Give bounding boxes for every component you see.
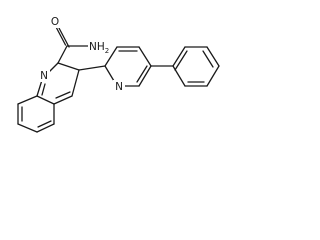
amide-nitrogen-label: NH2 — [89, 41, 109, 55]
oxygen-label: O — [51, 16, 59, 28]
bond-r-c4a-c8a-double — [136, 65, 148, 83]
bond-c6-c5 — [36, 123, 55, 133]
bond-biaryl-link — [78, 65, 106, 71]
right-quinoline-pyridine-ring — [104, 46, 152, 87]
bond-r-c2-c3 — [104, 46, 118, 67]
bond-c2-c3 — [57, 62, 80, 71]
bond-c4a-c8a — [36, 95, 55, 105]
bond-r-c8-c8b — [206, 65, 220, 87]
bond-r-c8a-c4a — [172, 65, 186, 87]
bond-c8a-n1 — [36, 79, 43, 97]
atom-oxygen: O — [49, 15, 61, 28]
carboxamide-group — [54, 25, 89, 64]
amide-nitrogen-subscript: 2 — [105, 47, 109, 55]
bond-c3-c4 — [71, 69, 80, 97]
bond-c7-c6 — [17, 123, 38, 133]
ring-nitrogen-left-label: N — [40, 70, 48, 82]
right-quinoline-benzo-ring — [150, 46, 220, 87]
bond-carbonyl-oxygen-double — [58, 27, 70, 48]
atom-ring-nitrogen-left: N — [38, 69, 50, 82]
left-quinoline-benzo-ring — [17, 95, 55, 133]
bond-r-c5-c6 — [172, 46, 186, 67]
atom-amide-nitrogen: NH2 — [88, 38, 110, 55]
bond-carbonyl-oxygen — [54, 25, 67, 46]
bond-r-c7-c8 — [206, 46, 220, 67]
bond-r-c4a-c8a — [138, 65, 152, 87]
bond-r-c5-c6-double — [174, 50, 188, 71]
bond-c2-carbonyl — [57, 45, 68, 64]
bond-c8a-c8 — [17, 95, 38, 105]
molecule-structure: O NH2 N N — [17, 15, 220, 133]
bond-c4-c4a — [53, 95, 73, 105]
bond-r-c7-c8-double — [202, 50, 214, 68]
bond-r-c4-c4a — [138, 46, 152, 67]
atom-ring-nitrogen-right: N — [113, 80, 125, 93]
bond-c4-c4a-double — [55, 91, 71, 99]
ring-nitrogen-right-label: N — [115, 81, 123, 93]
bond-c6-c5-double — [37, 120, 52, 128]
bond-c8a-n1-double — [41, 83, 46, 96]
amide-nitrogen-symbol: NH — [89, 41, 105, 53]
